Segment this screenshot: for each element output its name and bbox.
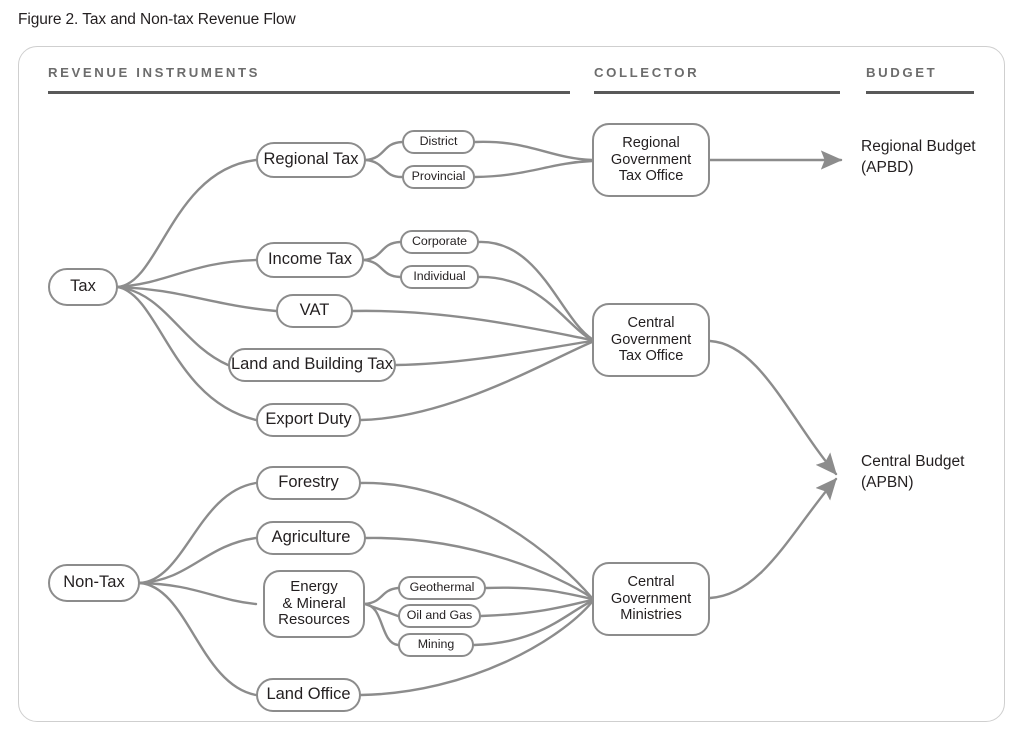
budget-regional: Regional Budget (APBD): [861, 137, 976, 179]
node-energy-line-3: Resources: [278, 611, 350, 629]
column-header-collector: COLLECTOR: [594, 65, 700, 80]
central-gov-ministries-line-2: Government: [610, 590, 692, 607]
node-non-tax[interactable]: Non-Tax: [48, 564, 140, 602]
figure-title: Figure 2. Tax and Non-tax Revenue Flow: [18, 11, 296, 28]
column-rule-budget: [866, 91, 974, 94]
node-provincial[interactable]: Provincial: [402, 165, 475, 189]
node-energy-and-mineral-resources[interactable]: Energy & Mineral Resources: [263, 570, 365, 638]
node-corporate[interactable]: Corporate: [400, 230, 479, 254]
node-central-government-ministries[interactable]: Central Government Ministries: [592, 562, 710, 636]
budget-central-line-1: Central Budget: [861, 453, 965, 470]
regional-gov-tax-office-line-3: Tax Office: [618, 168, 684, 185]
column-header-revenue-instruments: REVENUE INSTRUMENTS: [48, 65, 261, 80]
budget-central-line-2: (APBN): [861, 473, 914, 491]
regional-gov-tax-office-line-2: Government: [610, 151, 692, 168]
node-mining[interactable]: Mining: [398, 633, 474, 657]
budget-regional-line-1: Regional Budget: [861, 138, 976, 155]
central-gov-tax-office-line-3: Tax Office: [618, 348, 684, 365]
column-rule-collector: [594, 91, 840, 94]
node-forestry[interactable]: Forestry: [256, 466, 361, 500]
node-land-office[interactable]: Land Office: [256, 678, 361, 712]
node-tax[interactable]: Tax: [48, 268, 118, 306]
central-gov-ministries-line-3: Ministries: [620, 607, 682, 624]
node-energy-line-1: Energy: [290, 578, 338, 596]
node-oil-and-gas[interactable]: Oil and Gas: [398, 604, 481, 628]
node-agriculture[interactable]: Agriculture: [256, 521, 366, 555]
node-central-government-tax-office[interactable]: Central Government Tax Office: [592, 303, 710, 377]
node-land-and-building-tax[interactable]: Land and Building Tax: [228, 348, 396, 382]
regional-gov-tax-office-line-1: Regional: [622, 135, 680, 152]
node-regional-government-tax-office[interactable]: Regional Government Tax Office: [592, 123, 710, 197]
node-income-tax[interactable]: Income Tax: [256, 242, 364, 278]
node-export-duty[interactable]: Export Duty: [256, 403, 361, 437]
node-vat[interactable]: VAT: [276, 294, 353, 328]
budget-regional-line-2: (APBD): [861, 158, 914, 176]
central-gov-tax-office-line-1: Central: [627, 315, 675, 332]
node-energy-line-2: & Mineral: [282, 594, 346, 612]
node-district[interactable]: District: [402, 130, 475, 154]
column-header-budget: BUDGET: [866, 65, 938, 80]
column-rule-revenue-instruments: [48, 91, 570, 94]
budget-central: Central Budget (APBN): [861, 452, 964, 494]
node-individual[interactable]: Individual: [400, 265, 479, 289]
central-gov-ministries-line-1: Central: [627, 574, 675, 591]
node-geothermal[interactable]: Geothermal: [398, 576, 486, 600]
node-regional-tax[interactable]: Regional Tax: [256, 142, 366, 178]
central-gov-tax-office-line-2: Government: [610, 331, 692, 348]
